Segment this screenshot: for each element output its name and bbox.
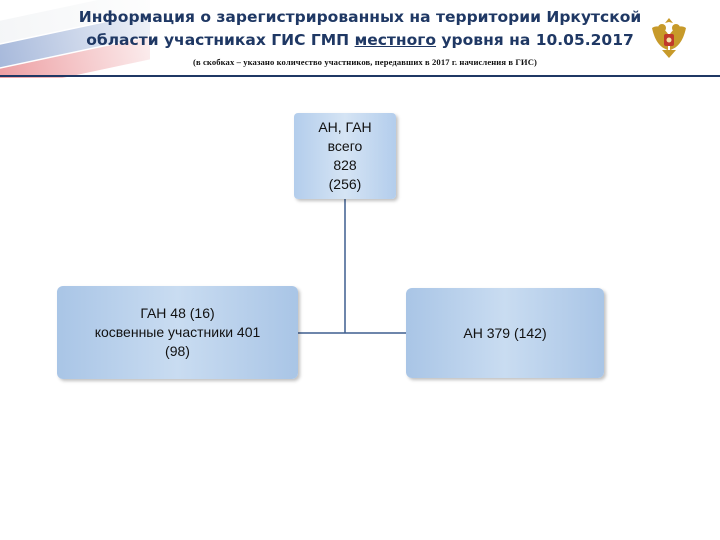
node-an-line-1: АН 379 (142) bbox=[463, 324, 547, 341]
node-gan-line-3: (98) bbox=[165, 343, 190, 359]
page-title: Информация о зарегистрированных на терри… bbox=[70, 6, 650, 52]
title-line-2-start: области участниках ГИС ГМП bbox=[86, 31, 355, 49]
node-total-line-2: всего bbox=[327, 138, 363, 154]
node-gan-text: ГАН 48 (16) косвенные участники 401 (98) bbox=[95, 304, 261, 361]
node-an: АН 379 (142) bbox=[406, 288, 604, 378]
node-total: АН, ГАН всего 828 (256) bbox=[294, 113, 396, 199]
node-gan-line-2: косвенные участники 401 bbox=[94, 324, 261, 340]
node-total-line-3: 828 bbox=[333, 157, 357, 173]
node-gan: ГАН 48 (16) косвенные участники 401 (98) bbox=[57, 286, 298, 379]
page-subtitle: (в скобках – указано количество участник… bbox=[193, 57, 537, 67]
title-underlined-word: местного bbox=[354, 31, 437, 49]
title-line-1: Информация о зарегистрированных на терри… bbox=[78, 8, 642, 26]
title-line-2: области участниках ГИС ГМП местного уров… bbox=[70, 29, 650, 52]
node-total-text: АН, ГАН всего 828 (256) bbox=[318, 118, 371, 194]
node-total-line-1: АН, ГАН bbox=[318, 119, 372, 135]
title-line-2-end: уровня на 10.05.2017 bbox=[436, 31, 634, 49]
node-total-line-4: (256) bbox=[328, 176, 362, 192]
node-gan-line-1: ГАН 48 (16) bbox=[140, 305, 215, 321]
header-divider bbox=[0, 75, 720, 77]
header: Информация о зарегистрированных на терри… bbox=[0, 0, 720, 78]
treasury-emblem-icon bbox=[652, 18, 686, 58]
